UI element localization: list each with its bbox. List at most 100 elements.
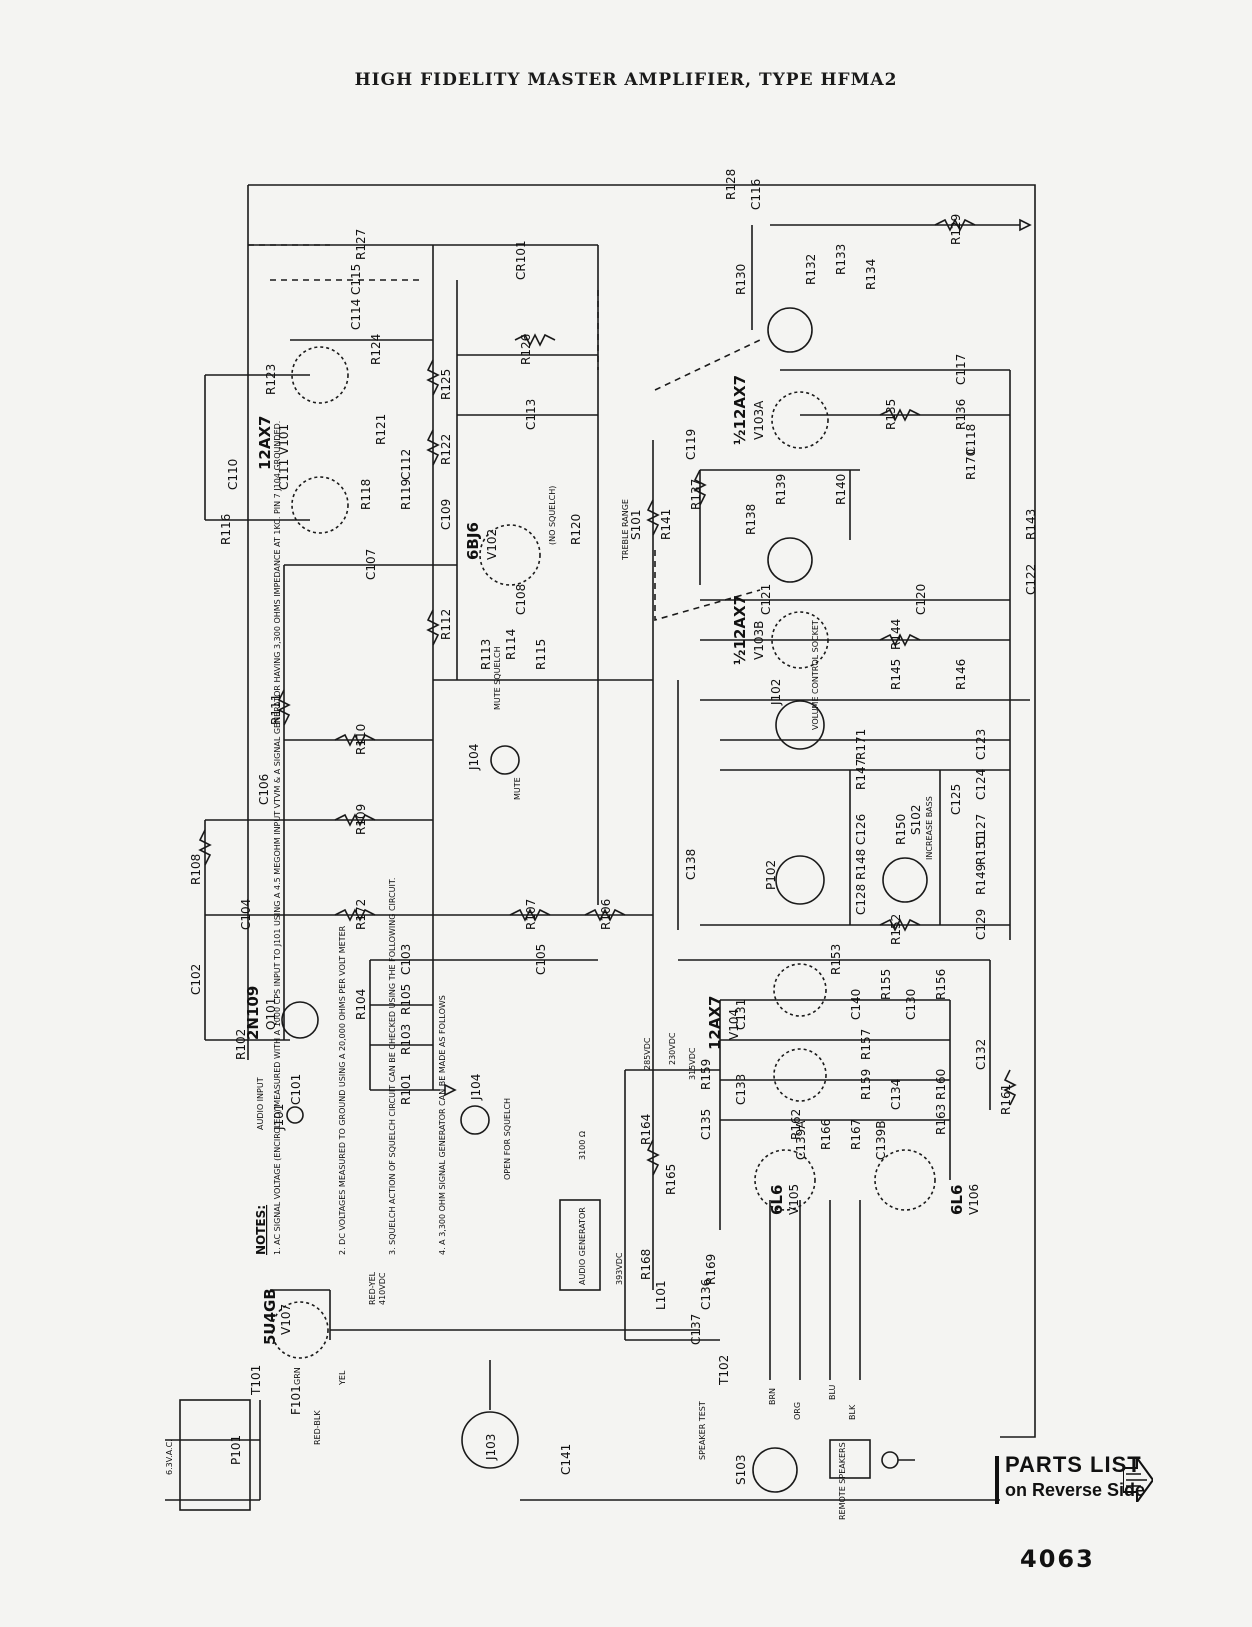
remote-speaker-terminal [829, 1439, 871, 1479]
label-c134: C134 [889, 1079, 903, 1110]
tube-v103b [771, 611, 829, 669]
label-r165: R165 [664, 1164, 678, 1195]
label-red-yel: RED-YEL [368, 1271, 377, 1305]
label-r129: R129 [949, 214, 963, 245]
label-r140: R140 [834, 474, 848, 505]
resistor-symbols [198, 218, 1017, 1176]
label-mute: MUTE [513, 777, 522, 800]
label-c127: C127 [974, 814, 988, 845]
label-r172: R172 [354, 899, 368, 930]
note-3: 3. SQUELCH ACTION OF SQUELCH CIRCUIT CAN… [388, 878, 397, 1255]
label-r127: R127 [354, 229, 368, 260]
label-c114: C114 [349, 299, 363, 330]
label-c128: C128 [854, 884, 868, 915]
label-cr101: CR101 [514, 240, 528, 280]
label-r132: R132 [804, 254, 818, 285]
label-r163: R163 [934, 1104, 948, 1135]
label-j104-top: J104 [467, 744, 481, 771]
label-r105: R105 [399, 984, 413, 1015]
label-r115: R115 [534, 639, 548, 670]
label-audio-input: AUDIO INPUT [256, 1077, 265, 1130]
label-red-blk: RED-BLK [313, 1410, 322, 1445]
label-c130: C130 [904, 989, 918, 1020]
label-v107: 5U4GB [261, 1288, 279, 1345]
label-remote-speakers: REMOTE SPEAKERS [838, 1442, 847, 1520]
label-r145: R145 [889, 659, 903, 690]
wiring [165, 184, 1036, 1501]
label-c110: C110 [226, 459, 240, 490]
label-c125: C125 [949, 784, 963, 815]
label-r110: R110 [354, 724, 368, 755]
label-audio-generator: AUDIO GENERATOR [578, 1207, 587, 1285]
label-j101: J101 [272, 1104, 286, 1131]
label-r164: R164 [639, 1114, 653, 1145]
label-r161: R161 [999, 1084, 1013, 1115]
label-r103: R103 [399, 1024, 413, 1055]
label-r138: R138 [744, 504, 758, 535]
label-brn: BRN [768, 1388, 777, 1405]
label-volume-socket: VOLUME CONTROL SOCKET [811, 620, 820, 730]
label-c120: C120 [914, 584, 928, 615]
label-r141: R141 [659, 509, 673, 540]
parts-list-line2: on Reverse Side [1005, 1480, 1146, 1500]
label-c123: C123 [974, 729, 988, 760]
notes-heading: NOTES: [254, 1205, 268, 1255]
label-l101: L101 [654, 1280, 668, 1310]
label-c124: C124 [974, 769, 988, 800]
label-r120: R120 [569, 514, 583, 545]
label-q101: 2N109 [244, 986, 262, 1040]
parts-list-line1: PARTS LIST [1005, 1452, 1142, 1477]
label-c113: C113 [524, 399, 538, 430]
label-r130: R130 [734, 264, 748, 295]
label-r152: R152 [889, 914, 903, 945]
label-r111: R111 [269, 694, 283, 725]
label-c126: C126 [854, 814, 868, 845]
annotation-labels: 285VDC 230VDC 315VDC 393VDC 410VDC TREBL… [165, 486, 934, 1520]
label-c139b: C139B [874, 1120, 888, 1160]
tube-symbols [179, 307, 936, 1511]
label-v106: 6L6 [948, 1185, 966, 1215]
label-c140: C140 [849, 989, 863, 1020]
label-r109: R109 [354, 804, 368, 835]
label-c129: C129 [974, 909, 988, 940]
label-r106: R106 [599, 899, 613, 930]
label-r119: R119 [399, 479, 413, 510]
label-c107: C107 [364, 549, 378, 580]
label-r158: R159 [699, 1059, 713, 1090]
label-r123: R123 [264, 364, 278, 395]
transistor-q101 [281, 1001, 319, 1039]
note-2: 2. DC VOLTAGES MEASURED TO GROUND USING … [338, 925, 347, 1255]
label-r126: R126 [519, 334, 533, 365]
label-q101-ref: Q101 [264, 998, 278, 1030]
label-c102: C102 [189, 964, 203, 995]
label-r125: R125 [439, 369, 453, 400]
label-r160: R160 [934, 1069, 948, 1100]
label-v102-ref: V102 [485, 529, 499, 560]
label-c108: C108 [514, 584, 528, 615]
label-j104-bottom: J104 [469, 1074, 483, 1101]
label-c105: C105 [534, 944, 548, 975]
label-r146: R146 [954, 659, 968, 690]
label-org: ORG [793, 1402, 802, 1420]
note-4: 4. A 3,300 OHM SIGNAL GENERATOR CAN BE M… [438, 995, 447, 1255]
component-labels: R101 R102 R103 R104 R105 R106 R107 R108 … [189, 169, 1038, 1485]
label-r168: R168 [639, 1249, 653, 1280]
label-r159: R159 [859, 1069, 873, 1100]
label-v103a-ref: V103A [752, 400, 766, 440]
label-r151: R151 [974, 834, 988, 865]
label-r166: R166 [819, 1119, 833, 1150]
label-c115: C115 [349, 264, 363, 295]
label-j103: J103 [484, 1434, 498, 1461]
label-p101: P101 [229, 1435, 243, 1465]
jack-j104-bottom [460, 1105, 490, 1135]
jack-j101 [286, 1106, 304, 1124]
label-c109: C109 [439, 499, 453, 530]
label-t101: T101 [249, 1365, 263, 1396]
switch-s103 [752, 1447, 798, 1493]
switch-s102 [882, 857, 928, 903]
label-c137: C137 [689, 1314, 703, 1345]
label-c133: C133 [734, 1074, 748, 1105]
socket-j102 [775, 700, 825, 750]
label-r171: R171 [854, 729, 868, 760]
